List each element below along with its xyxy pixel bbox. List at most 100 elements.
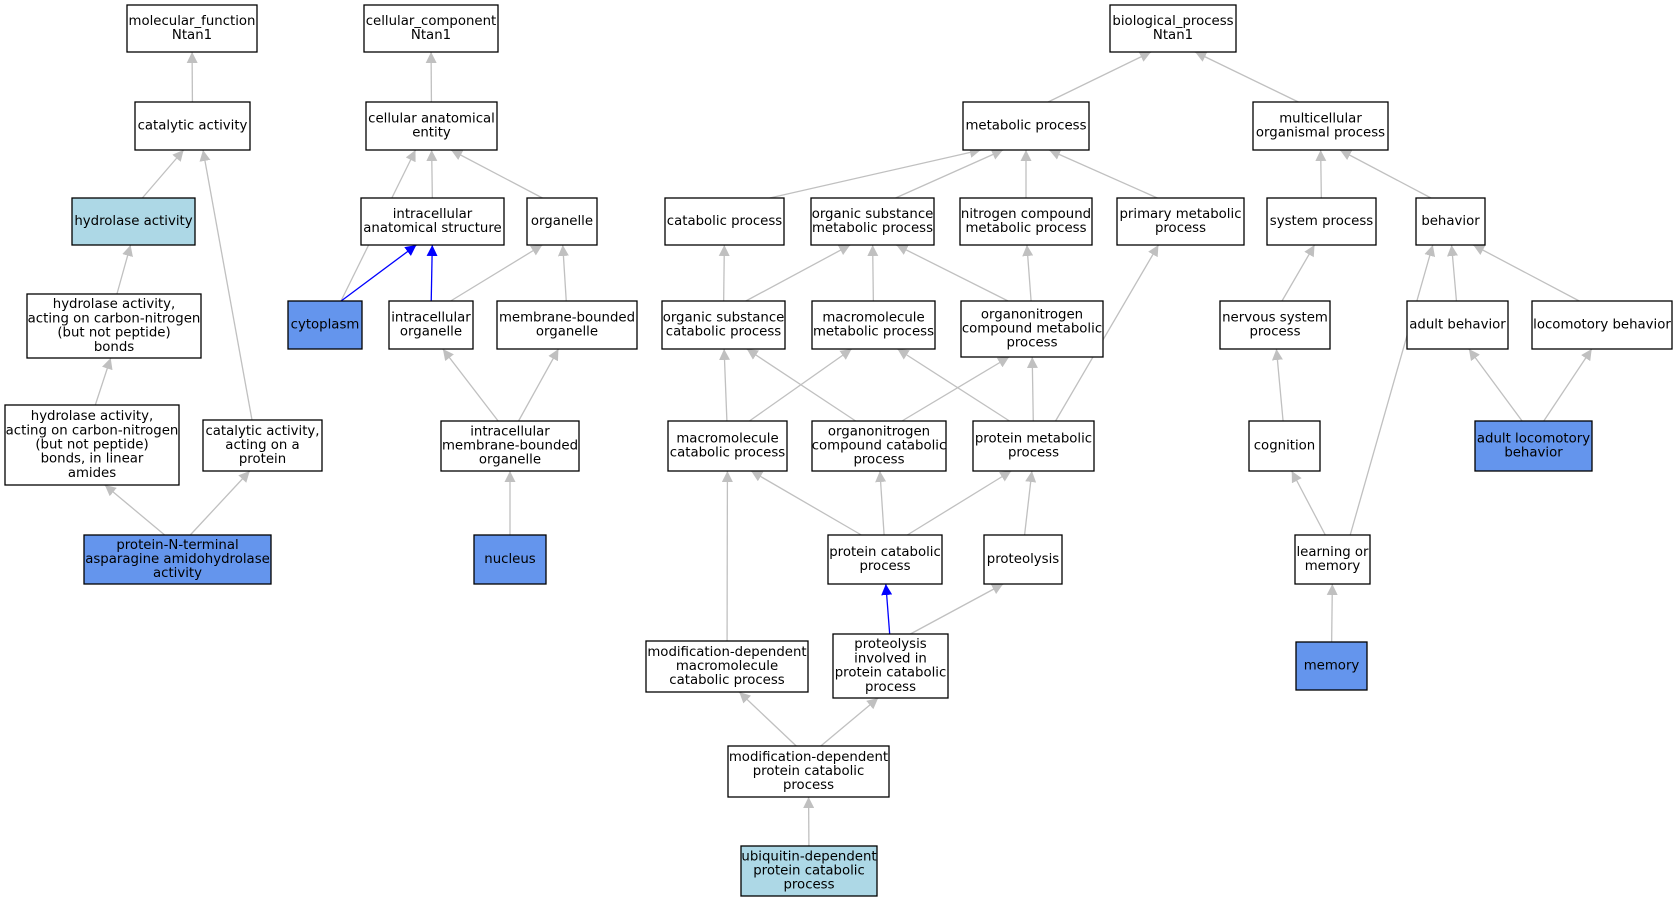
edge-oscp-to-osmp: [745, 244, 851, 302]
node-label-line: catabolic process: [670, 446, 785, 461]
node-box: [134, 101, 251, 151]
node-cyto[interactable]: cytoplasm: [287, 300, 363, 350]
node-mp[interactable]: metabolic process: [962, 101, 1090, 151]
node-org[interactable]: organelle: [526, 197, 598, 246]
node-label-line: process: [853, 453, 904, 468]
node-box: [496, 300, 638, 350]
node-box: [1415, 197, 1486, 246]
edge-pnt-to-hcnl: [104, 484, 166, 536]
node-label-line: macromolecule: [676, 659, 778, 674]
node-label-line: memory: [1305, 559, 1361, 574]
node-label-line: proteolysis: [854, 637, 926, 652]
node-label-line: primary metabolic: [1119, 207, 1241, 222]
node-box: [388, 300, 474, 350]
node-label-line: nervous system: [1222, 310, 1328, 325]
node-nuc[interactable]: nucleus: [473, 534, 547, 585]
node-label-line: learning or: [1296, 545, 1369, 560]
edge-cog-to-nsp: [1271, 348, 1284, 422]
node-catp[interactable]: catabolic process: [664, 197, 785, 246]
node-cog[interactable]: cognition: [1248, 420, 1321, 472]
node-label-line: catalytic activity: [138, 119, 248, 134]
node-label-line: ubiquitin-dependent: [741, 849, 876, 864]
node-box: [960, 300, 1104, 358]
node-hcn[interactable]: hydrolase activity,acting on carbon-nitr…: [26, 293, 202, 359]
node-box: [1406, 300, 1509, 350]
node-box: [810, 197, 935, 246]
node-label-line: process: [1008, 446, 1059, 461]
node-mdmcp[interactable]: modification-dependentmacromoleculecatab…: [645, 640, 809, 693]
node-label-line: bonds, in linear: [41, 452, 144, 467]
node-box: [1295, 641, 1368, 691]
node-lb[interactable]: locomotory behavior: [1531, 300, 1673, 350]
node-box: [811, 420, 947, 472]
node-label-line: acting on carbon-nitrogen: [6, 423, 179, 438]
edge-ocmp-to-osmp: [896, 244, 1009, 302]
node-label-line: cellular_component: [366, 14, 497, 29]
edge-pcp-to-mcp: [750, 470, 862, 536]
node-sp[interactable]: system process: [1266, 197, 1377, 246]
node-beh[interactable]: behavior: [1415, 197, 1486, 246]
node-label-line: protein catabolic: [835, 666, 947, 681]
node-label-line: metabolic process: [812, 221, 933, 236]
node-box: [473, 534, 547, 585]
node-label-line: (but not peptide): [57, 326, 170, 341]
node-box: [126, 4, 258, 53]
node-prot[interactable]: proteolysis: [983, 534, 1063, 585]
edge-osmp-to-mp: [895, 149, 1004, 199]
node-label-line: organic substance: [663, 310, 785, 325]
node-ab[interactable]: adult behavior: [1406, 300, 1509, 350]
node-label-line: organonitrogen: [981, 307, 1083, 322]
node-box: [959, 197, 1093, 246]
edge-alb-to-ab: [1468, 348, 1523, 422]
node-label-line: nucleus: [484, 552, 535, 567]
node-box: [667, 420, 788, 472]
node-box: [1266, 197, 1377, 246]
node-label-line: protein catabolic: [829, 545, 941, 560]
node-label-line: modification-dependent: [729, 750, 888, 765]
node-label-line: entity: [412, 126, 451, 141]
node-mem[interactable]: memory: [1295, 641, 1368, 691]
node-label-line: organelle: [536, 325, 598, 340]
node-hcnl[interactable]: hydrolase activity,acting on carbon-nitr…: [4, 404, 180, 486]
edge-layer: [94, 51, 1593, 847]
node-box: [962, 101, 1090, 151]
node-label-line: organelle: [531, 214, 593, 229]
node-label-line: protein catabolic: [753, 864, 865, 879]
node-box: [832, 633, 949, 699]
node-cat[interactable]: catalytic activity: [134, 101, 251, 151]
node-label-line: cellular anatomical: [368, 111, 495, 126]
node-label-line: anatomical structure: [363, 221, 501, 236]
node-hydro[interactable]: hydrolase activity: [71, 197, 196, 246]
node-label-line: process: [1249, 325, 1300, 340]
node-label-line: protein-N-terminal: [116, 538, 238, 553]
